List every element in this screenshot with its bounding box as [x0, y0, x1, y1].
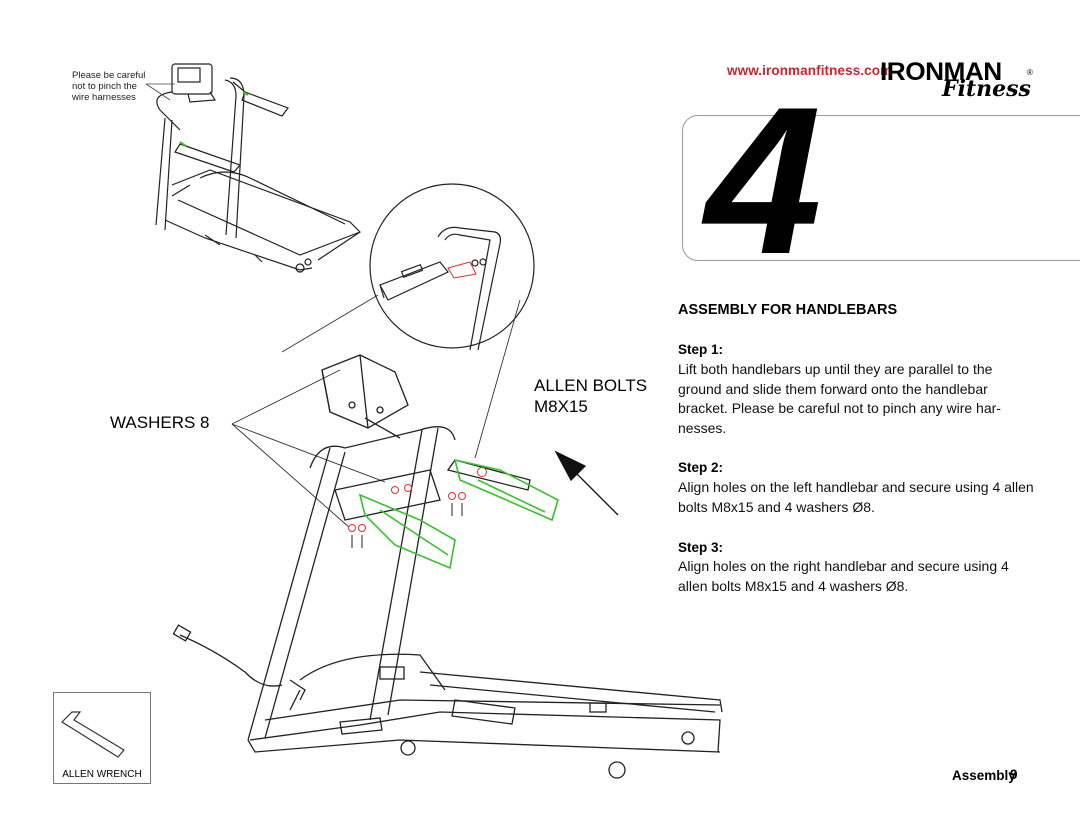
step-3-text: Align holes on the right handlebar and s…	[678, 558, 1009, 594]
wire-harness-note: Please be careful not to pinch the wire …	[72, 70, 146, 103]
allen-wrench-label: ALLEN WRENCH	[62, 769, 142, 780]
step-number: 4	[705, 63, 822, 298]
treadmill-overview-drawing	[155, 63, 361, 273]
allen-bolts-size: M8X15	[534, 397, 588, 416]
step-1-text: Lift both handlebars up until they are p…	[678, 361, 1001, 436]
logo-script: Fitness	[942, 76, 1031, 102]
detail-circle	[369, 183, 535, 351]
direction-arrow	[554, 450, 619, 516]
allen-wrench-drawing	[61, 711, 125, 758]
ironman-fitness-logo: IRONMAN Fitness ®	[880, 48, 1040, 108]
step-3-label: Step 3:	[678, 540, 724, 555]
logo-wordmark: IRONMAN	[880, 58, 1002, 86]
step-1-label: Step 1:	[678, 342, 724, 357]
step-2-text: Align holes on the left handlebar and se…	[678, 479, 1034, 515]
step-number-box	[682, 115, 1080, 261]
section-heading: ASSEMBLY FOR HANDLEBARS	[678, 302, 898, 318]
treadmill-main-drawing	[172, 354, 723, 779]
website-link[interactable]: www.ironmanfitness.com	[727, 63, 893, 78]
registered-mark: ®	[1027, 68, 1033, 77]
allen-bolts-label: ALLEN BOLTS M8X15	[534, 375, 647, 417]
page-number: 9	[1010, 767, 1018, 782]
footer-section: Assembly	[952, 768, 1016, 783]
allen-wrench-box	[53, 692, 151, 784]
bolts-washers	[348, 467, 487, 548]
allen-bolts-name: ALLEN BOLTS	[534, 376, 648, 395]
washers-label: WASHERS 8	[110, 413, 210, 432]
step-2-label: Step 2:	[678, 460, 724, 475]
handlebar-highlight	[358, 458, 559, 570]
